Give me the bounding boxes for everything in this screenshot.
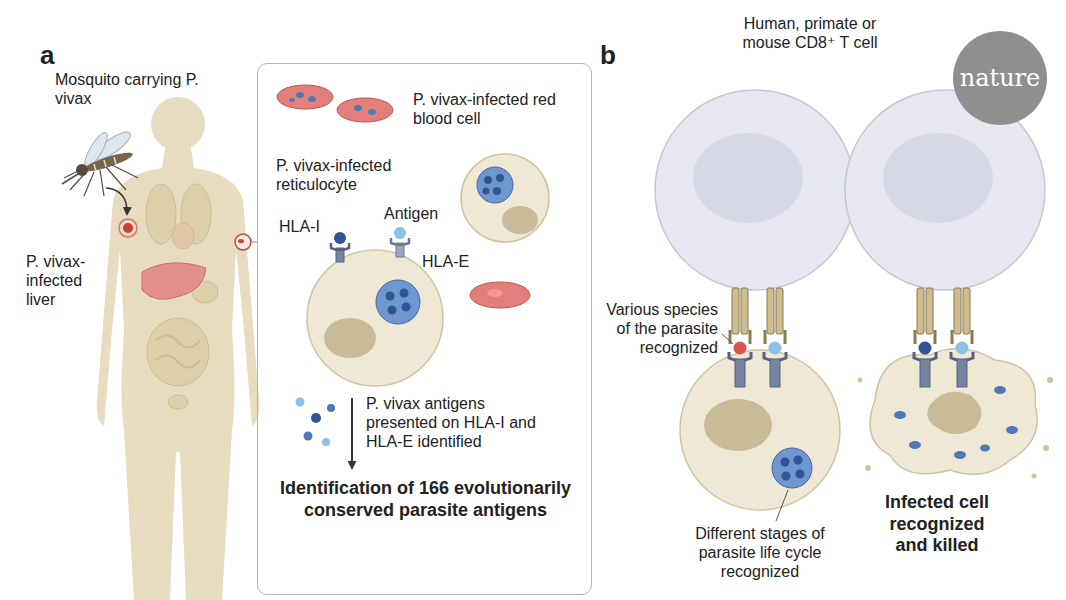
annotation: Human, primate or mouse CD8⁺ T cell xyxy=(730,14,890,52)
panel-box: P. vivax-infected red blood cell P. vivax… xyxy=(257,63,592,595)
panel-text: P. vivax-infected red blood cell xyxy=(413,90,563,128)
badge-text: nature xyxy=(952,64,1048,93)
panel-text: Antigen xyxy=(384,204,438,223)
panel-letter: b xyxy=(600,40,616,71)
annotation: P. vivax-infected liver xyxy=(26,252,98,310)
panel-text: P. vivax-infected reticulocyte xyxy=(276,156,436,194)
annotation: Mosquito carrying P. vivax xyxy=(55,70,205,108)
panel-text: HLA-E xyxy=(422,252,469,271)
mosquito xyxy=(62,128,138,214)
human-figure xyxy=(97,97,260,600)
panel-letter: a xyxy=(40,40,54,71)
journal-badge: nature xyxy=(952,30,1048,126)
annotation: Various species of the parasite recogniz… xyxy=(598,300,718,358)
annotation: Infected cell recognized and killed xyxy=(872,492,1002,557)
panel-text: HLA-I xyxy=(279,217,320,236)
cell-illustration xyxy=(277,85,549,468)
panel-text: P. vivax antigens presented on HLA-I and… xyxy=(366,394,536,452)
panel-text: Identification of 166 evolutionarily con… xyxy=(266,478,585,521)
annotation: Different stages of parasite life cycle … xyxy=(685,524,835,582)
